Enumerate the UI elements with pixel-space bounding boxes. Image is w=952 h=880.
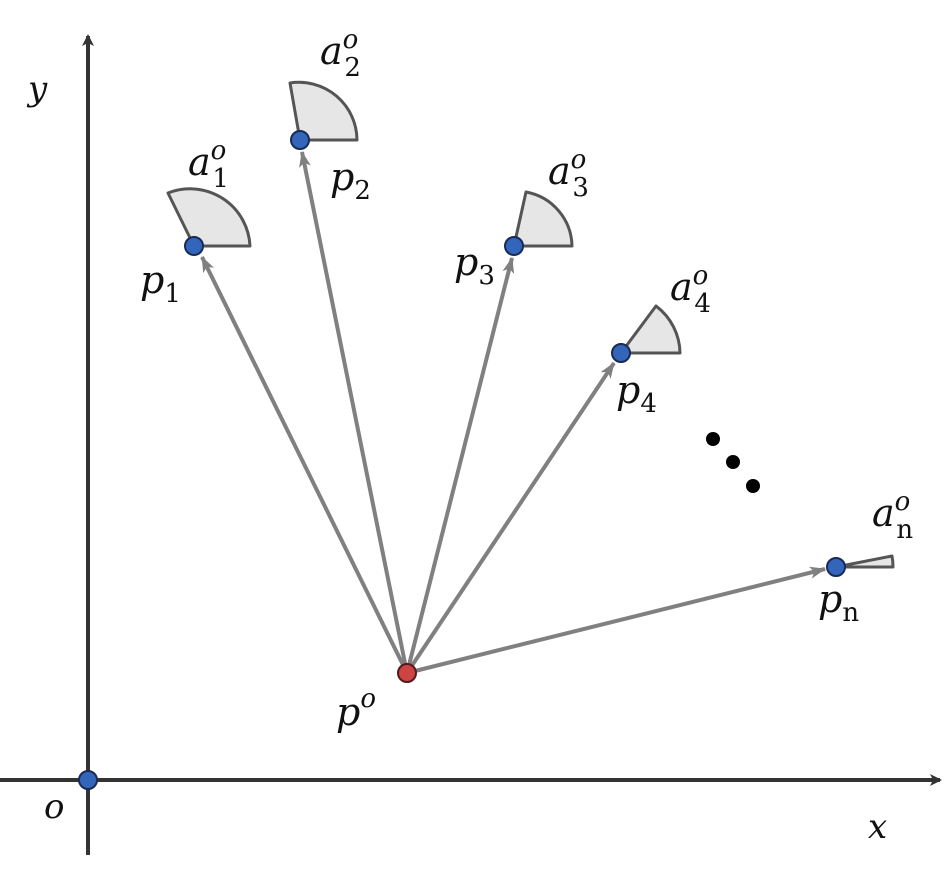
vector-to-pn [406,566,826,675]
label-po: po [336,684,376,734]
label-pn: pn [818,577,859,628]
angle-sector-1 [166,187,252,248]
label-p3: p3 [454,240,495,291]
vector-to-p4 [405,361,616,675]
angle-sector-4 [619,304,682,355]
start-point-po [397,663,417,683]
point-p4 [611,343,631,363]
ellipsis-dot [746,479,760,493]
label-p4: p4 [616,368,657,419]
y-axis-label: y [26,69,48,109]
x-axis-label: x [868,807,887,847]
angle-sector-3 [512,190,574,248]
ellipsis-dot [726,455,740,469]
vector-to-p3 [405,257,515,674]
vector-to-p1 [200,256,409,674]
point-pn [826,557,846,577]
label-p2: p2 [330,155,371,206]
label-p1: p1 [140,258,181,309]
angle-sector-2 [288,80,359,142]
point-p3 [504,236,524,256]
vector-to-p2 [299,151,409,674]
point-p2 [290,130,310,150]
ellipsis-dot [706,432,720,446]
origin-point [78,770,98,790]
point-p1 [184,236,204,256]
origin-label: o [44,787,64,827]
angle-sector-n [834,554,895,569]
